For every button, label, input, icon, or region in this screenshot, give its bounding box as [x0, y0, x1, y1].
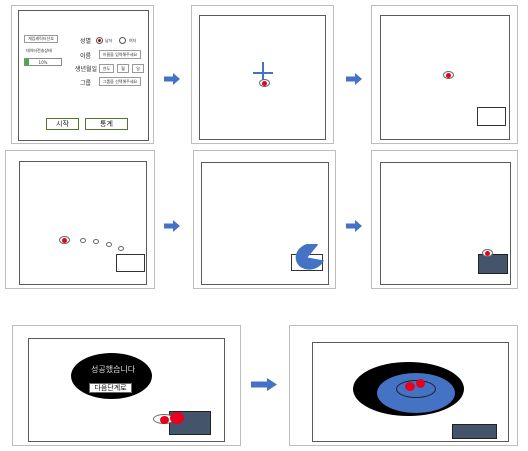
trail-circle [106, 242, 112, 247]
panel-trajectory [5, 150, 155, 289]
fixation-cross-vertical [262, 62, 264, 84]
stats-button[interactable]: 통계 [85, 118, 128, 130]
progress-caption: 데이터전송상태 [26, 48, 52, 53]
group-select[interactable]: 그룹을 선택해주세요 [99, 77, 141, 86]
success-screen: 성공했습니다 다음단계로 [28, 338, 225, 442]
right-arrow-icon [164, 73, 180, 85]
panel-target-box [371, 5, 518, 144]
right-arrow-icon [346, 220, 362, 232]
trajectory-screen [19, 161, 147, 285]
result-screen [312, 342, 509, 442]
success-message: 성공했습니다 [91, 365, 136, 374]
pacman-icon [295, 244, 324, 270]
fixation-screen [199, 15, 326, 140]
progress-fill [25, 59, 29, 65]
start-button[interactable]: 시작 [46, 118, 79, 130]
gender-male-radio[interactable] [96, 37, 103, 44]
target-dot [416, 379, 425, 388]
next-step-button[interactable]: 다음단계로 [89, 383, 132, 393]
target-screen [380, 15, 510, 140]
panel-fixation [191, 5, 334, 144]
goal-box-filled [452, 424, 497, 439]
target-dot[interactable] [482, 249, 493, 257]
trail-circle [93, 239, 99, 244]
panel-result [289, 325, 518, 446]
birth-year-field[interactable]: 연도 [99, 64, 114, 73]
gender-female-label: 여자 [129, 38, 137, 43]
birth-month-field[interactable]: 월 [117, 64, 129, 73]
panel-success: 성공했습니다 다음단계로 [12, 325, 241, 446]
right-arrow-icon [346, 73, 362, 85]
goal-box [116, 254, 145, 272]
birthdate-label: 생년월일 [75, 66, 98, 73]
right-arrow-icon [164, 220, 180, 232]
target-dot [160, 416, 169, 424]
goal-box-filled [478, 254, 508, 274]
target-dot [170, 412, 184, 424]
character-preference-button[interactable]: 게임캐릭터선호 [24, 35, 58, 43]
target-dot [405, 382, 415, 391]
panel-inside-box [371, 150, 518, 289]
panel-entering-box [193, 150, 336, 289]
right-arrow-icon [251, 378, 277, 391]
progress-text: 10% [38, 59, 48, 65]
group-label: 그룹 [80, 80, 92, 87]
panel-setup: 게임캐릭터선호 데이터전송상태 10% 성별 남자 여자 이름 이름을 입력해주… [11, 5, 154, 144]
setup-screen: 게임캐릭터선호 데이터전송상태 10% 성별 남자 여자 이름 이름을 입력해주… [18, 10, 149, 141]
target-dot[interactable] [59, 236, 70, 244]
target-dot[interactable] [443, 71, 454, 79]
name-label: 이름 [80, 53, 92, 60]
inside-screen [380, 162, 511, 285]
goal-box [477, 107, 506, 126]
target-dot[interactable] [259, 79, 270, 87]
gender-label: 성별 [80, 38, 92, 45]
gender-male-label: 남자 [105, 38, 113, 43]
entering-screen [201, 162, 329, 285]
name-input[interactable]: 이름을 입력해주세요 [99, 50, 141, 59]
trail-circle [118, 246, 124, 251]
birth-day-field[interactable]: 일 [132, 64, 144, 73]
gender-female-radio[interactable] [119, 37, 126, 44]
trail-circle [80, 238, 86, 243]
progress-bar: 10% [24, 58, 62, 66]
